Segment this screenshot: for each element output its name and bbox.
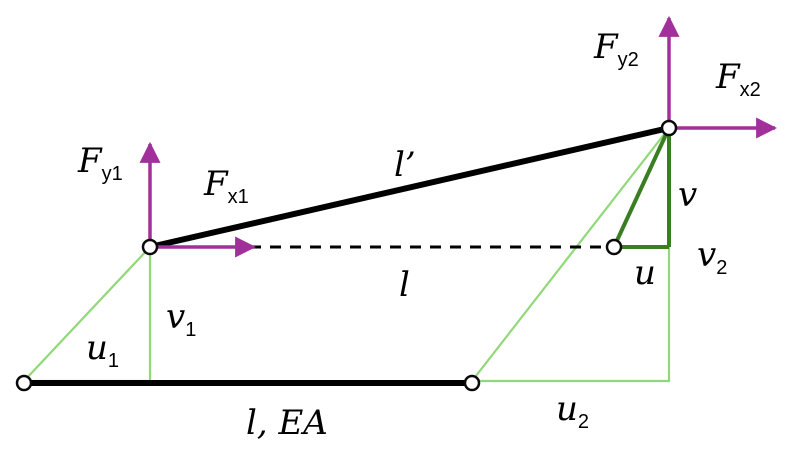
force-arrows	[139, 15, 778, 258]
label-fy2: Fy2	[593, 27, 639, 71]
node-original-1	[15, 374, 33, 392]
node-translated-2	[605, 238, 623, 256]
node-deformed-2	[660, 119, 678, 137]
label-l: l	[399, 265, 410, 305]
label-fy1: Fy1	[77, 141, 123, 185]
node-original-2	[463, 374, 481, 392]
label-v: v	[678, 175, 697, 215]
node2-displacement-line	[471, 127, 670, 382]
node1-displacement-line	[23, 246, 151, 382]
label-v1: v1	[166, 297, 196, 341]
node-deformed-1	[141, 238, 159, 256]
label-l-ea: l, EA	[246, 403, 328, 443]
relative-displacement-triangle	[612, 127, 671, 249]
label-fx2: Fx2	[715, 57, 761, 101]
label-v2: v2	[697, 235, 727, 279]
label-u2: u2	[556, 389, 589, 433]
deformed-bar	[149, 125, 670, 250]
label-u: u	[634, 253, 656, 293]
label-l-prime: l’	[394, 145, 416, 185]
label-u1: u1	[86, 328, 119, 372]
label-fx1: Fx1	[203, 164, 249, 208]
